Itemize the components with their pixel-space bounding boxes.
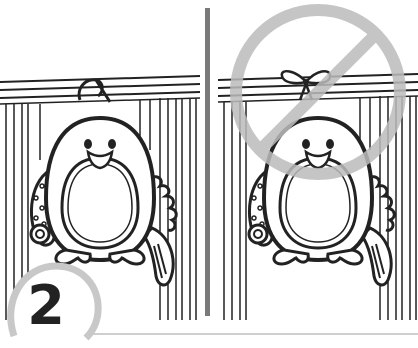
step-badge-ring [7, 262, 102, 341]
hook-icon [77, 78, 112, 103]
step-number: 2 [27, 274, 65, 337]
prohibited-sign-icon [230, 4, 406, 180]
crib-rail-left [0, 75, 201, 320]
penguin-toy-correct [29, 78, 179, 287]
panel-divider [205, 8, 210, 316]
